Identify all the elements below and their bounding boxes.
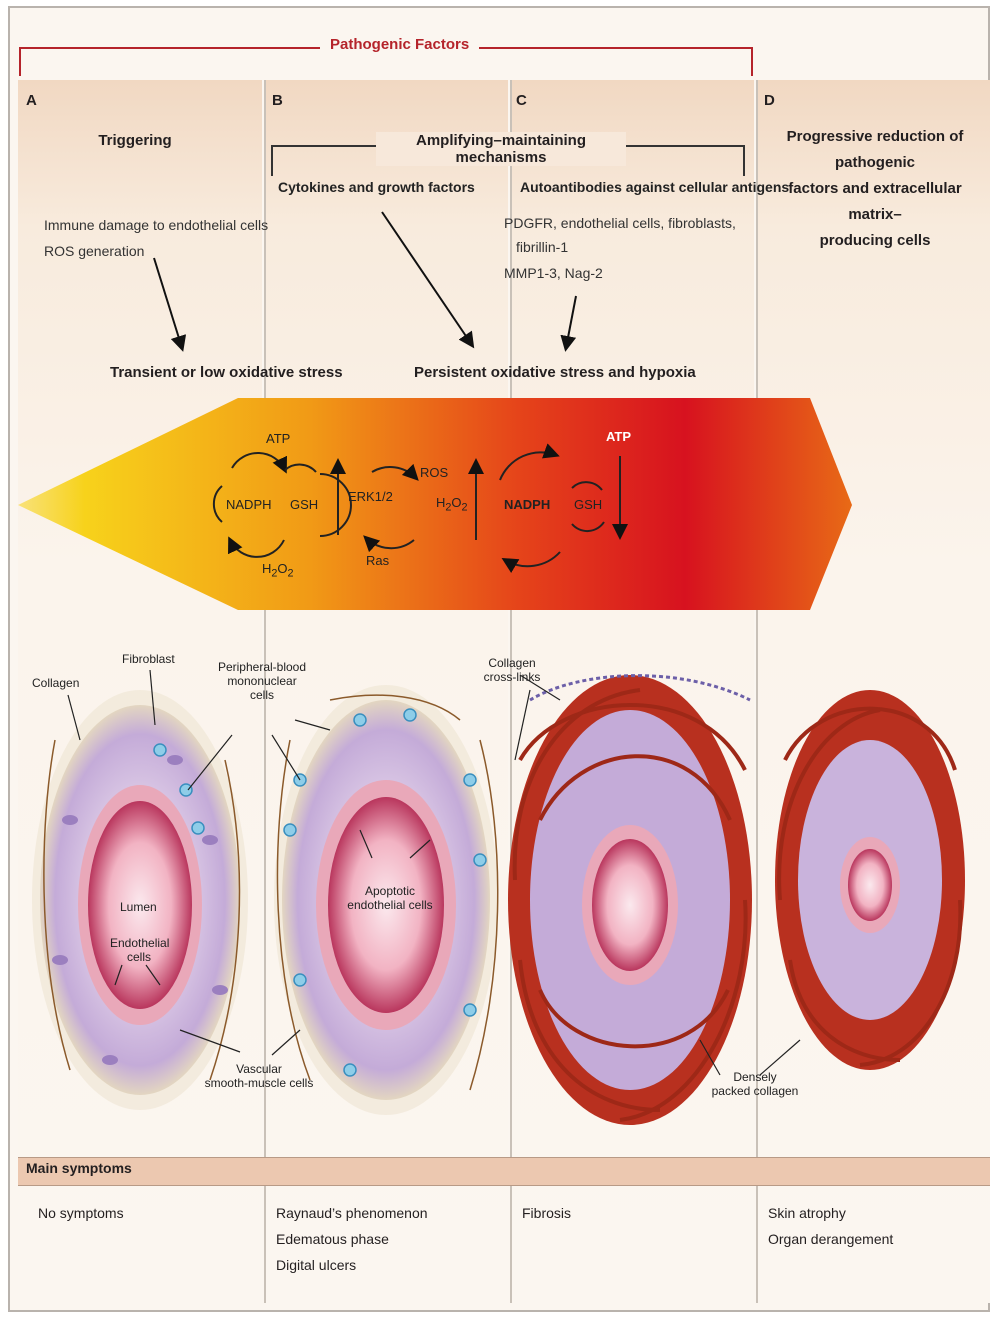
cytokines-label: Cytokines and growth factors	[278, 176, 475, 198]
panel-a-letter: A	[26, 92, 37, 109]
symptom-a-1: No symptoms	[38, 1200, 124, 1226]
panel-c-line-3: MMP1-3, Nag-2	[504, 262, 603, 284]
panel-a-line-1: Immune damage to endothelial cells	[44, 214, 268, 236]
symptom-b-1: Raynaud’s phenomenon	[276, 1200, 428, 1226]
pathogenic-factors-title: Pathogenic Factors	[320, 36, 479, 53]
symptom-d-2: Organ derangement	[768, 1226, 893, 1252]
panel-d-letter: D	[764, 92, 775, 109]
arrow-triggering	[154, 258, 182, 348]
gsh-left-label: GSH	[290, 498, 318, 512]
panel-a-line-2: ROS generation	[44, 240, 144, 262]
vessel-c	[508, 675, 752, 1125]
h2o2-mid-label: H2O2	[436, 496, 468, 515]
vessel-d	[775, 690, 965, 1070]
symptoms-c: Fibrosis	[522, 1200, 571, 1226]
nadph-left-label: NADPH	[226, 498, 272, 512]
vascular-line-2: smooth-muscle cells	[204, 1076, 314, 1090]
pbmc-label: Peripheral-blood mononuclear cells	[212, 660, 312, 702]
fibroblast-label: Fibroblast	[122, 652, 175, 666]
o-left: O	[277, 561, 287, 576]
h-mid: H	[436, 495, 445, 510]
triggering-title: Triggering	[70, 132, 200, 149]
oxidative-stress-arrow	[18, 398, 852, 610]
erk-label: ERK1/2	[348, 490, 393, 504]
ros-label: ROS	[420, 466, 448, 480]
panel-d-title-line-1: Progressive reduction of pathogenic	[762, 124, 988, 176]
densely-label: Densely packed collagen	[710, 1070, 800, 1098]
apoptotic-line-2: endothelial cells	[340, 898, 440, 912]
panel-d-title: Progressive reduction of pathogenic fact…	[762, 124, 988, 254]
crosslinks-line-1: Collagen	[480, 656, 544, 670]
symptoms-b: Raynaud’s phenomenon Edematous phase Dig…	[276, 1200, 428, 1278]
apoptotic-label: Apoptotic endothelial cells	[340, 884, 440, 912]
densely-line-1: Densely	[710, 1070, 800, 1084]
persistent-stress-label: Persistent oxidative stress and hypoxia	[414, 364, 696, 381]
crosslinks-label: Collagen cross-links	[480, 656, 544, 684]
vascular-line-1: Vascular	[204, 1062, 314, 1076]
ras-label: Ras	[366, 554, 389, 568]
panel-c-line-2: fibrillin-1	[516, 236, 568, 258]
pbmc-line-2: mononuclear	[212, 674, 312, 688]
symptom-b-2: Edematous phase	[276, 1226, 428, 1252]
arrow-autoantibodies	[566, 296, 576, 348]
symptom-d-1: Skin atrophy	[768, 1200, 893, 1226]
endothelial-line-1: Endothelial	[110, 936, 168, 950]
h2o2-left-label: H2O2	[262, 562, 294, 581]
symptom-c-1: Fibrosis	[522, 1200, 571, 1226]
o-mid: O	[451, 495, 461, 510]
symptoms-d: Skin atrophy Organ derangement	[768, 1200, 893, 1252]
vascular-label: Vascular smooth-muscle cells	[204, 1062, 314, 1090]
panel-d-title-line-3: producing cells	[762, 228, 988, 254]
sub-2-b: 2	[288, 568, 294, 580]
arrow-cytokines	[382, 212, 472, 345]
densely-line-2: packed collagen	[710, 1084, 800, 1098]
symptoms-a: No symptoms	[38, 1200, 124, 1226]
nadph-right-label: NADPH	[504, 498, 550, 512]
autoantibodies-label: Autoantibodies against cellular antigens	[520, 176, 789, 198]
panel-c-line-1: PDGFR, endothelial cells, fibroblasts,	[504, 212, 736, 234]
endothelial-label: Endothelial cells	[110, 936, 168, 964]
sub-2-d: 2	[462, 502, 468, 514]
pbmc-line-1: Peripheral-blood	[212, 660, 312, 674]
lumen-label: Lumen	[120, 900, 157, 914]
symptoms-title: Main symptoms	[26, 1160, 132, 1176]
endothelial-line-2: cells	[110, 950, 168, 964]
apoptotic-line-1: Apoptotic	[340, 884, 440, 898]
panel-b-letter: B	[272, 92, 283, 109]
crosslinks-line-2: cross-links	[480, 670, 544, 684]
gsh-right-label: GSH	[574, 498, 602, 512]
h-left: H	[262, 561, 271, 576]
panel-c-letter: C	[516, 92, 527, 109]
panel-d-title-line-2: factors and extracellular matrix–	[762, 176, 988, 228]
atp-left-label: ATP	[266, 432, 290, 446]
amplifying-title: Amplifying–maintaining mechanisms	[376, 132, 626, 166]
collagen-label: Collagen	[32, 676, 79, 690]
symptoms-band	[18, 1157, 990, 1186]
pbmc-line-3: cells	[212, 688, 312, 702]
low-stress-label: Transient or low oxidative stress	[110, 364, 343, 381]
symptom-b-3: Digital ulcers	[276, 1252, 428, 1278]
atp-right-label: ATP	[606, 430, 631, 444]
